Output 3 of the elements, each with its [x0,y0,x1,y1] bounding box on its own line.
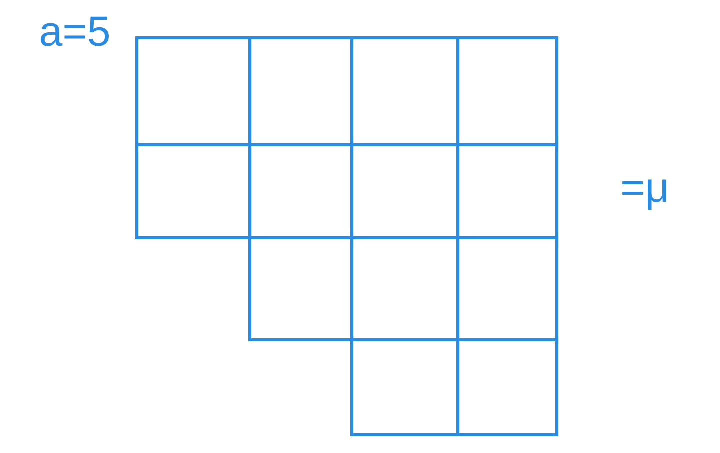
grid-cell [456,338,559,437]
handwritten-label: =μ [622,180,666,210]
handwritten-label: a=5 [41,16,109,46]
